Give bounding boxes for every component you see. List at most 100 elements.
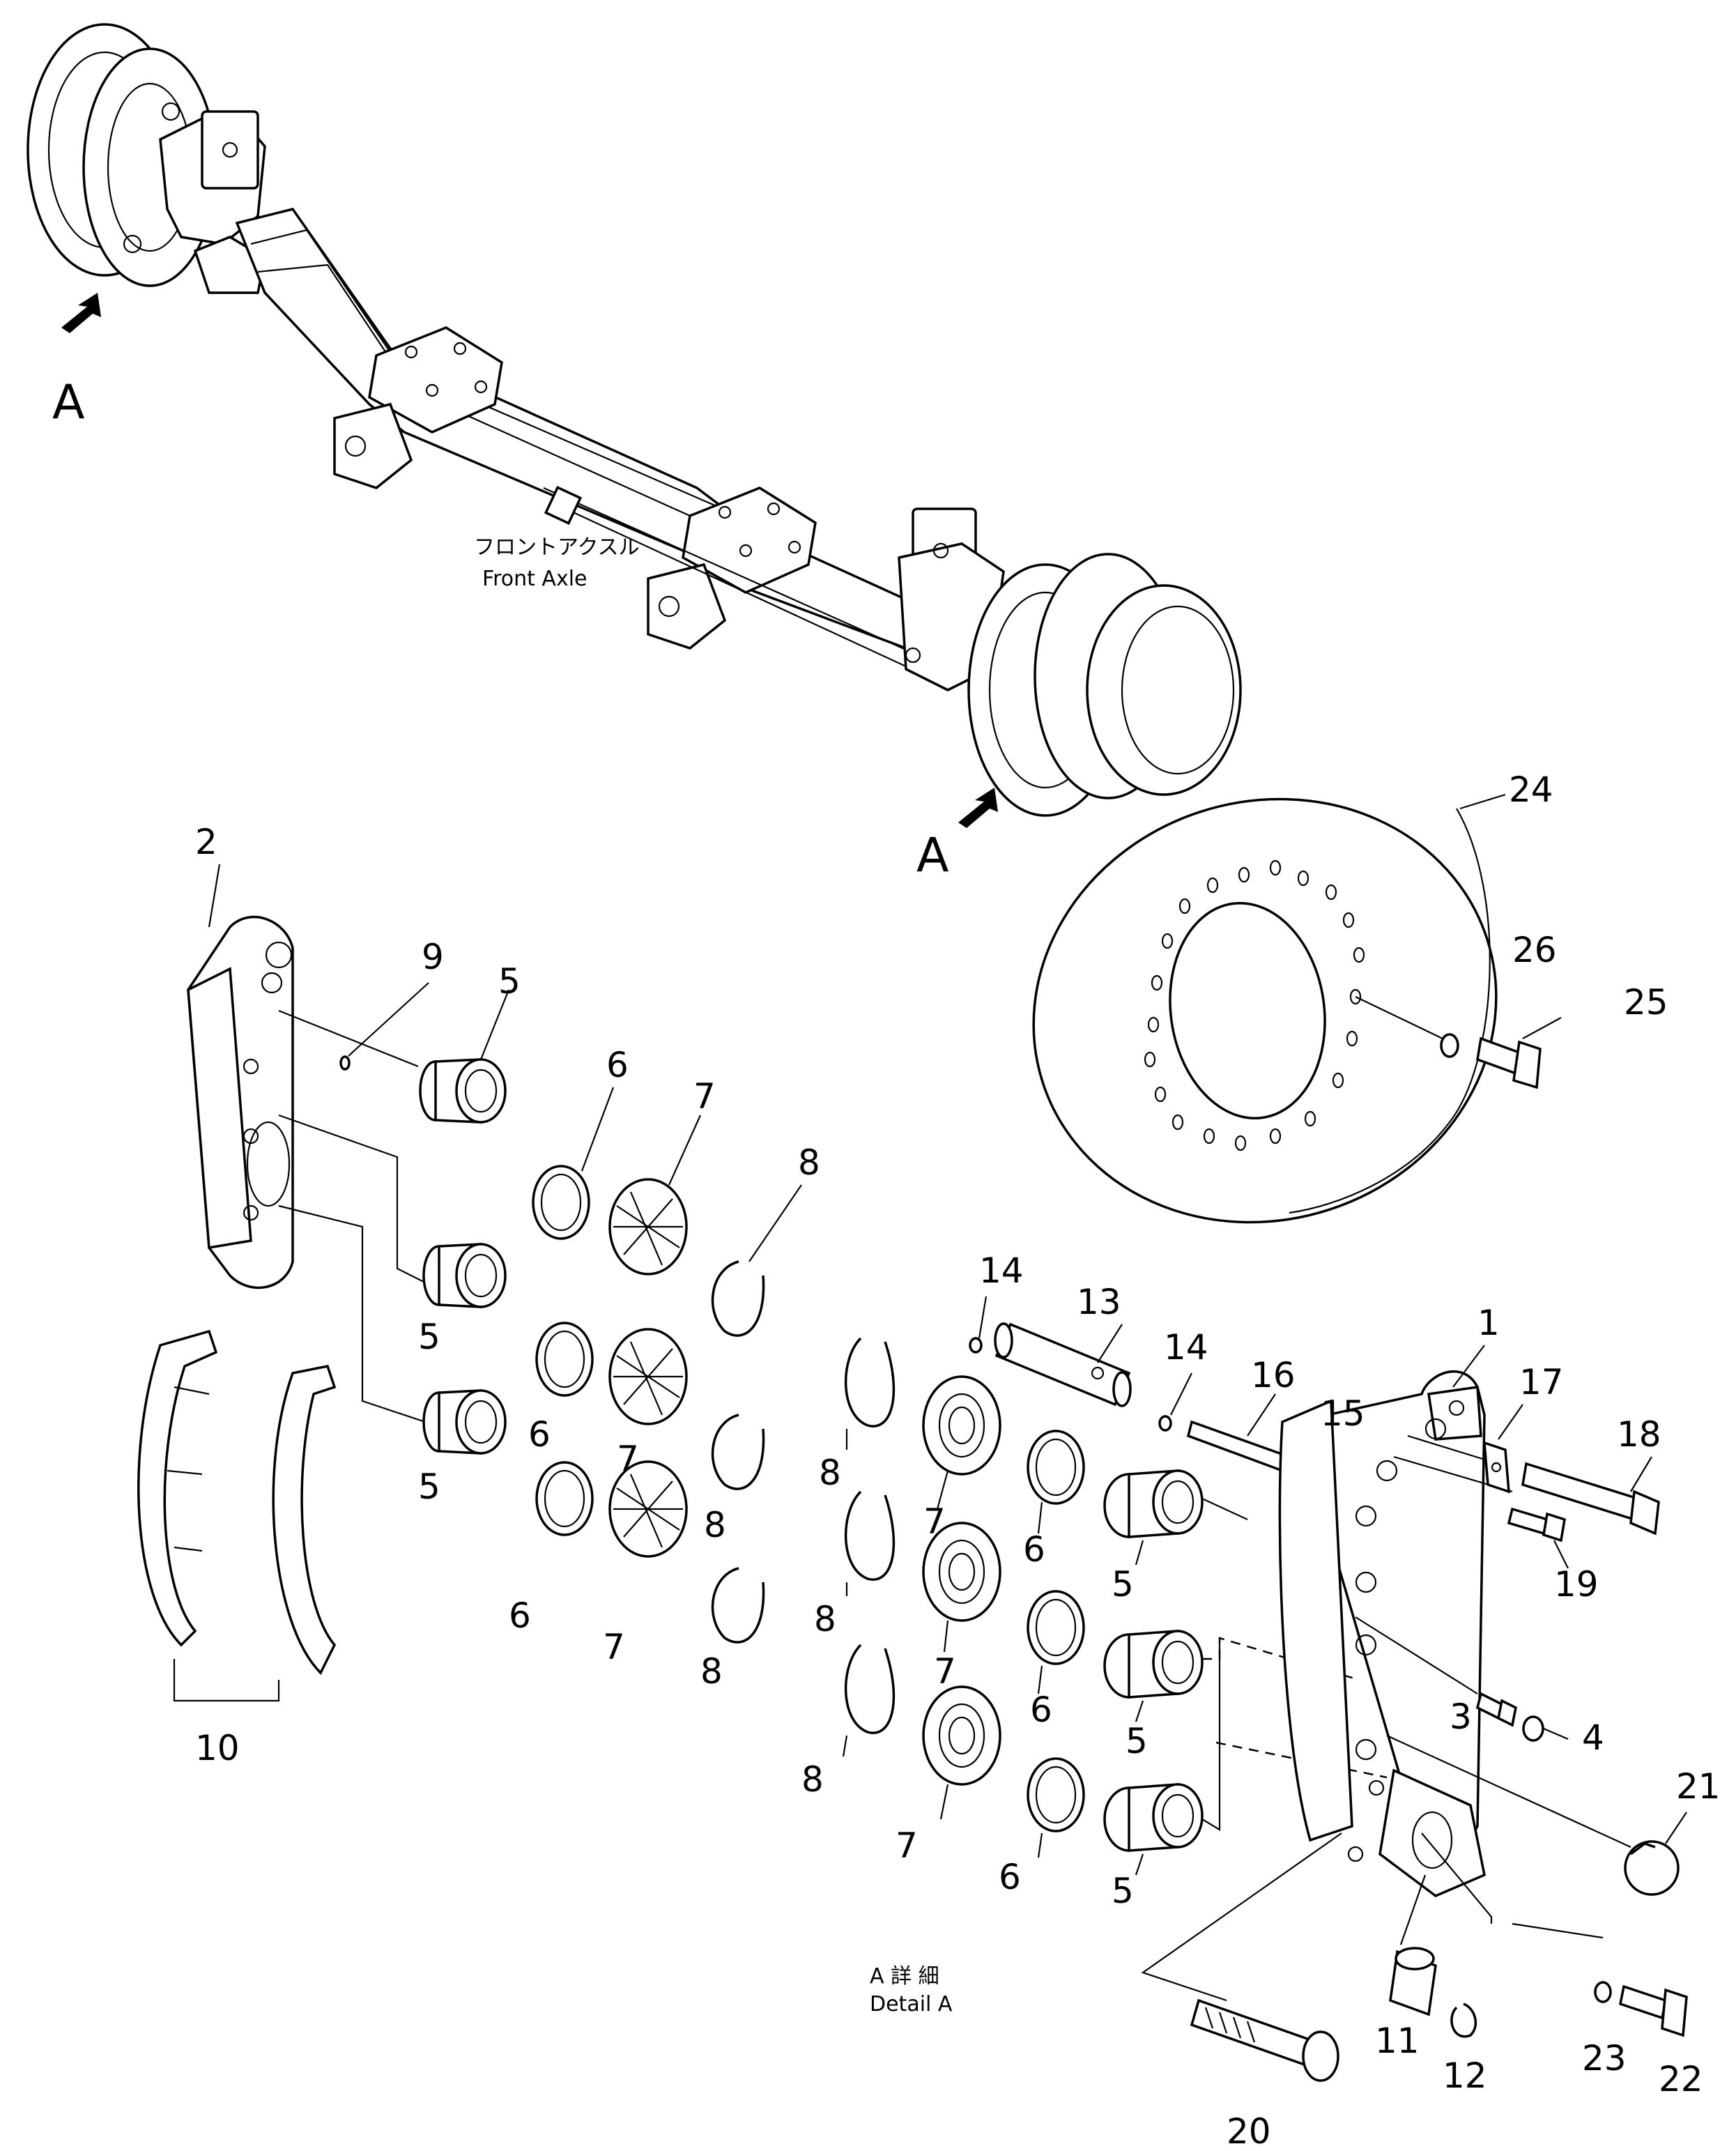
bleeder-cap-4: [1522, 1715, 1544, 1742]
callout-7-a: 7: [693, 1076, 716, 1117]
bolt-20: [1190, 1998, 1339, 2082]
o-ring-14-a: [969, 1337, 983, 1354]
callout-2: 2: [195, 822, 217, 862]
callout-6-f: 6: [999, 1857, 1021, 1897]
retaining-ring-8-a: [711, 1260, 765, 1337]
brake-pads-10: [137, 1329, 337, 1675]
piston-5-a: [419, 1058, 507, 1124]
axle-beam: [235, 208, 936, 677]
front-axle-illustration: [26, 23, 1242, 828]
retaining-ring-8-f: [844, 1644, 896, 1734]
callout-12: 12: [1443, 2056, 1487, 2096]
washer-23: [1594, 1981, 1612, 2003]
callout-6-d: 6: [1023, 1529, 1045, 1570]
callout-23: 23: [1582, 2038, 1627, 2079]
callout-14-a: 14: [979, 1250, 1024, 1291]
callout-8-e: 8: [814, 1599, 836, 1639]
callout-11: 11: [1375, 2021, 1420, 2061]
retaining-ring-8-c: [711, 1567, 765, 1644]
callout-19: 19: [1554, 1564, 1599, 1605]
bolt-22: [1618, 1984, 1688, 2037]
boot-7-c: [608, 1460, 688, 1558]
callout-8-f: 8: [801, 1759, 824, 1800]
left-stack-row-2: [422, 1243, 765, 1490]
plug-21: [1624, 1840, 1680, 1896]
view-label-a-lower: A: [916, 828, 949, 883]
caliper-half-1: [1278, 1370, 1486, 1898]
callout-22: 22: [1659, 2059, 1703, 2099]
callout-5-b: 5: [418, 1317, 440, 1357]
callout-13: 13: [1077, 1282, 1121, 1322]
boot-7-f: [922, 1685, 1001, 1786]
right-stack-row-3: [844, 1644, 1204, 1852]
callout-8-b: 8: [704, 1505, 726, 1545]
callout-26: 26: [1512, 930, 1557, 970]
view-arrow-lower-icon: [958, 788, 998, 828]
callout-18: 18: [1617, 1414, 1661, 1455]
right-stack-row-1: [844, 1337, 1204, 1538]
bolt-19: [1507, 1507, 1566, 1543]
caliper-half-2: [187, 915, 294, 1289]
piston-5-d: [1103, 1469, 1204, 1538]
detail-caption-en: Detail A: [870, 1992, 953, 2016]
o-ring-14-b: [1158, 1415, 1172, 1432]
callout-3: 3: [1450, 1697, 1472, 1737]
brake-disc: [1032, 797, 1498, 1224]
boot-7-e: [922, 1522, 1001, 1622]
axle-caption-en: Front Axle: [482, 567, 587, 591]
left-steering-knuckle: [159, 110, 266, 294]
right-stack-row-2: [844, 1490, 1204, 1699]
callout-1: 1: [1477, 1303, 1500, 1343]
piston-5-f: [1103, 1783, 1204, 1852]
callout-10: 10: [195, 1728, 240, 1768]
callout-9: 9: [422, 937, 444, 977]
callout-5-a: 5: [498, 961, 521, 1002]
callout-6-c: 6: [509, 1595, 531, 1636]
axle-caption-jp: フロントアクスル: [474, 535, 640, 560]
clip-12: [1450, 2003, 1477, 2038]
view-label-a-upper: A: [52, 375, 85, 430]
callout-6-b: 6: [528, 1414, 551, 1455]
callout-5-c: 5: [418, 1467, 440, 1507]
callout-16: 16: [1251, 1355, 1296, 1395]
plate-17: [1483, 1441, 1510, 1494]
pin-11: [1389, 1947, 1437, 2016]
callout-7-b: 7: [617, 1439, 639, 1479]
view-arrow-upper-icon: [61, 293, 101, 333]
retaining-ring-8-b: [711, 1414, 765, 1490]
bleeder-screw-3: [1475, 1692, 1517, 1727]
callout-7-e: 7: [934, 1651, 956, 1692]
piston-5-b: [422, 1243, 507, 1308]
callout-5-e: 5: [1126, 1721, 1148, 1761]
callout-8-c: 8: [700, 1651, 723, 1692]
bolt-18: [1521, 1462, 1660, 1536]
callout-21: 21: [1676, 1766, 1721, 1807]
callout-6-a: 6: [606, 1045, 629, 1085]
piston-5-c: [422, 1389, 507, 1455]
callout-25: 25: [1624, 982, 1668, 1023]
washer-26: [1440, 1033, 1459, 1058]
pin-13: [994, 1322, 1132, 1407]
boot-7-d: [922, 1375, 1001, 1476]
callout-8-d: 8: [819, 1453, 841, 1493]
callout-5-f: 5: [1112, 1871, 1134, 1911]
bolt-25: [1476, 1036, 1542, 1089]
o-ring-9: [339, 1055, 351, 1071]
retaining-ring-8-d: [844, 1337, 896, 1427]
callout-20: 20: [1227, 2111, 1271, 2151]
callout-5-d: 5: [1112, 1564, 1134, 1605]
callout-4: 4: [1582, 1717, 1604, 1758]
callout-17: 17: [1519, 1362, 1564, 1402]
boot-7-a: [608, 1178, 688, 1276]
piston-5-e: [1103, 1630, 1204, 1699]
left-stack-row-1: [419, 1058, 765, 1337]
retaining-ring-8-e: [844, 1490, 896, 1581]
detail-caption-jp: A 詳 細: [870, 1964, 939, 1989]
right-wheel-hub: [967, 553, 1242, 817]
callout-24: 24: [1509, 770, 1553, 810]
left-stack-row-3: [422, 1389, 765, 1644]
callout-6-e: 6: [1030, 1690, 1052, 1730]
callout-14-b: 14: [1164, 1327, 1208, 1368]
callout-8-a: 8: [798, 1142, 820, 1183]
